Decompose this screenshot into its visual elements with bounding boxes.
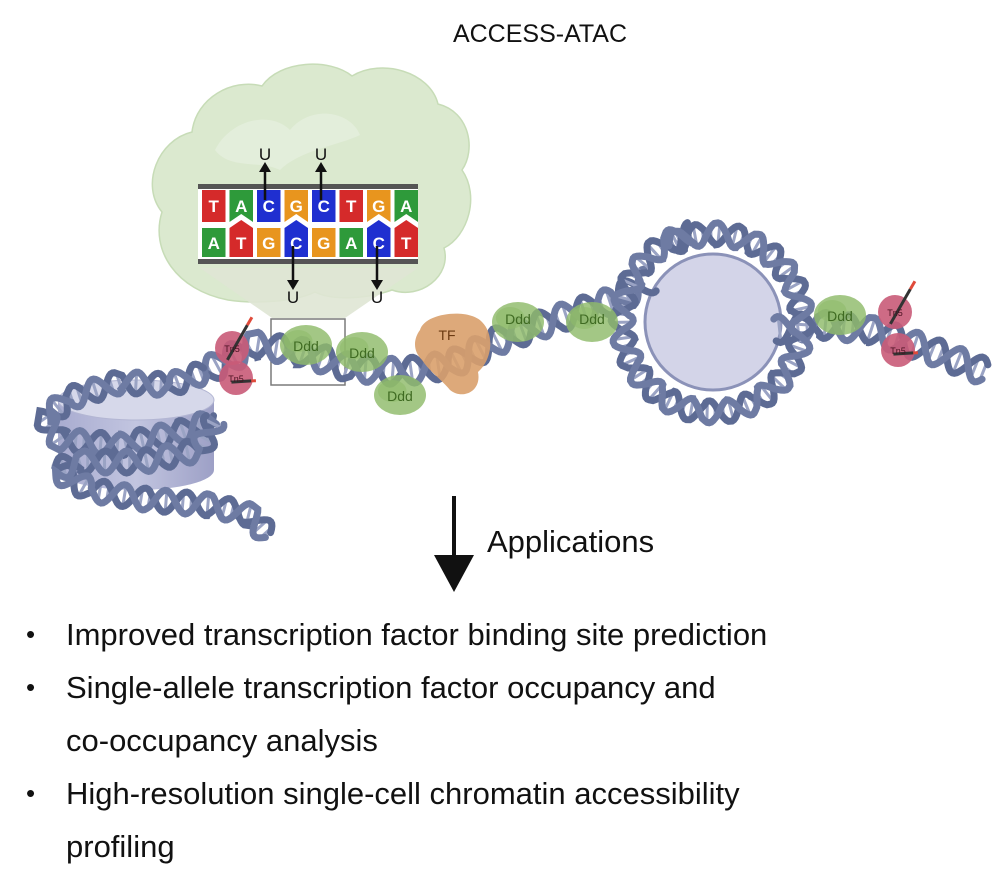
application-text: co-occupancy analysis [66, 723, 378, 758]
tn5-label: Tn5 [224, 344, 240, 354]
base-block [394, 220, 418, 257]
tn5-transposase [881, 333, 918, 367]
base-block [284, 220, 308, 257]
tn5-label: Tn5 [887, 308, 903, 318]
ddd-label: Ddd [387, 388, 413, 404]
diagram-title: ACCESS-ATAC [453, 20, 627, 48]
dna-segment [33, 360, 220, 460]
application-text: profiling [66, 829, 175, 864]
application-item: • Improved transcription factor binding … [0, 608, 1000, 661]
base-block [339, 228, 363, 257]
ddd-protein [814, 295, 866, 335]
base-letter: G [317, 234, 330, 253]
base-letter: A [208, 234, 220, 253]
base-letter: A [345, 234, 357, 253]
ddd-label: Ddd [349, 345, 375, 361]
base-letter: T [401, 234, 412, 253]
dna-segment [770, 308, 992, 386]
uracil-label: U [259, 145, 271, 164]
tn5-label: Tn5 [228, 374, 244, 384]
ddd-label: Ddd [505, 311, 531, 327]
ddd-protein [492, 302, 544, 342]
bullet-dot: • [26, 619, 36, 649]
tn5-transposase [878, 280, 917, 329]
ddd-protein [374, 375, 426, 415]
base-block [229, 190, 253, 222]
base-letter: A [400, 197, 412, 216]
tn5-label: Tn5 [890, 346, 906, 356]
base-block [257, 228, 281, 257]
base-block [367, 220, 391, 257]
base-block [394, 190, 418, 222]
tn5-transposase [215, 316, 254, 365]
zoom-beam [200, 268, 418, 318]
base-letter: G [372, 197, 385, 216]
ddd-protein [566, 302, 618, 342]
base-letter: C [263, 197, 275, 216]
base-block [312, 228, 336, 257]
base-block [339, 190, 363, 222]
uracil-label: U [371, 288, 383, 307]
application-item: • High-resolution single-cell chromatin … [0, 767, 1000, 873]
tf-label: TF [438, 327, 455, 343]
application-text: Improved transcription factor binding si… [66, 617, 768, 652]
nucleosome-large [643, 252, 783, 392]
application-item: • Single-allele transcription factor occ… [0, 661, 1000, 767]
dna-segment [51, 412, 276, 542]
base-letter: G [262, 234, 275, 253]
application-text: Single-allele transcription factor occup… [66, 670, 716, 705]
base-letter: T [346, 197, 357, 216]
ddd-enzyme-cloud [151, 63, 472, 303]
base-block [367, 190, 391, 222]
applications-arrow [434, 496, 474, 592]
uracil-label: U [315, 145, 327, 164]
base-letter: C [373, 234, 385, 253]
ddd-protein [280, 325, 332, 365]
application-text: High-resolution single-cell chromatin ac… [66, 776, 740, 811]
base-letter: C [318, 197, 330, 216]
base-block [284, 190, 308, 222]
base-letter: T [236, 234, 247, 253]
tn5-transposase [219, 361, 256, 395]
base-block [202, 190, 226, 222]
ddd-protein [336, 332, 388, 372]
base-letter: T [209, 197, 220, 216]
base-letter: G [290, 197, 303, 216]
base-block [229, 220, 253, 257]
bullet-dot: • [26, 778, 36, 808]
uracil-label: U [287, 288, 299, 307]
applications-list: • Improved transcription factor binding … [0, 608, 1000, 873]
bullet-dot: • [26, 672, 36, 702]
ddd-label: Ddd [579, 311, 605, 327]
tf-protein [415, 313, 491, 395]
ddd-label: Ddd [827, 308, 853, 324]
ddd-label: Ddd [293, 338, 319, 354]
deamination-arrows [259, 162, 383, 290]
dna-segment [607, 219, 817, 427]
applications-label: Applications [487, 524, 654, 559]
base-block [202, 228, 226, 257]
base-block [312, 190, 336, 222]
base-block [257, 190, 281, 222]
base-letter: A [235, 197, 247, 216]
